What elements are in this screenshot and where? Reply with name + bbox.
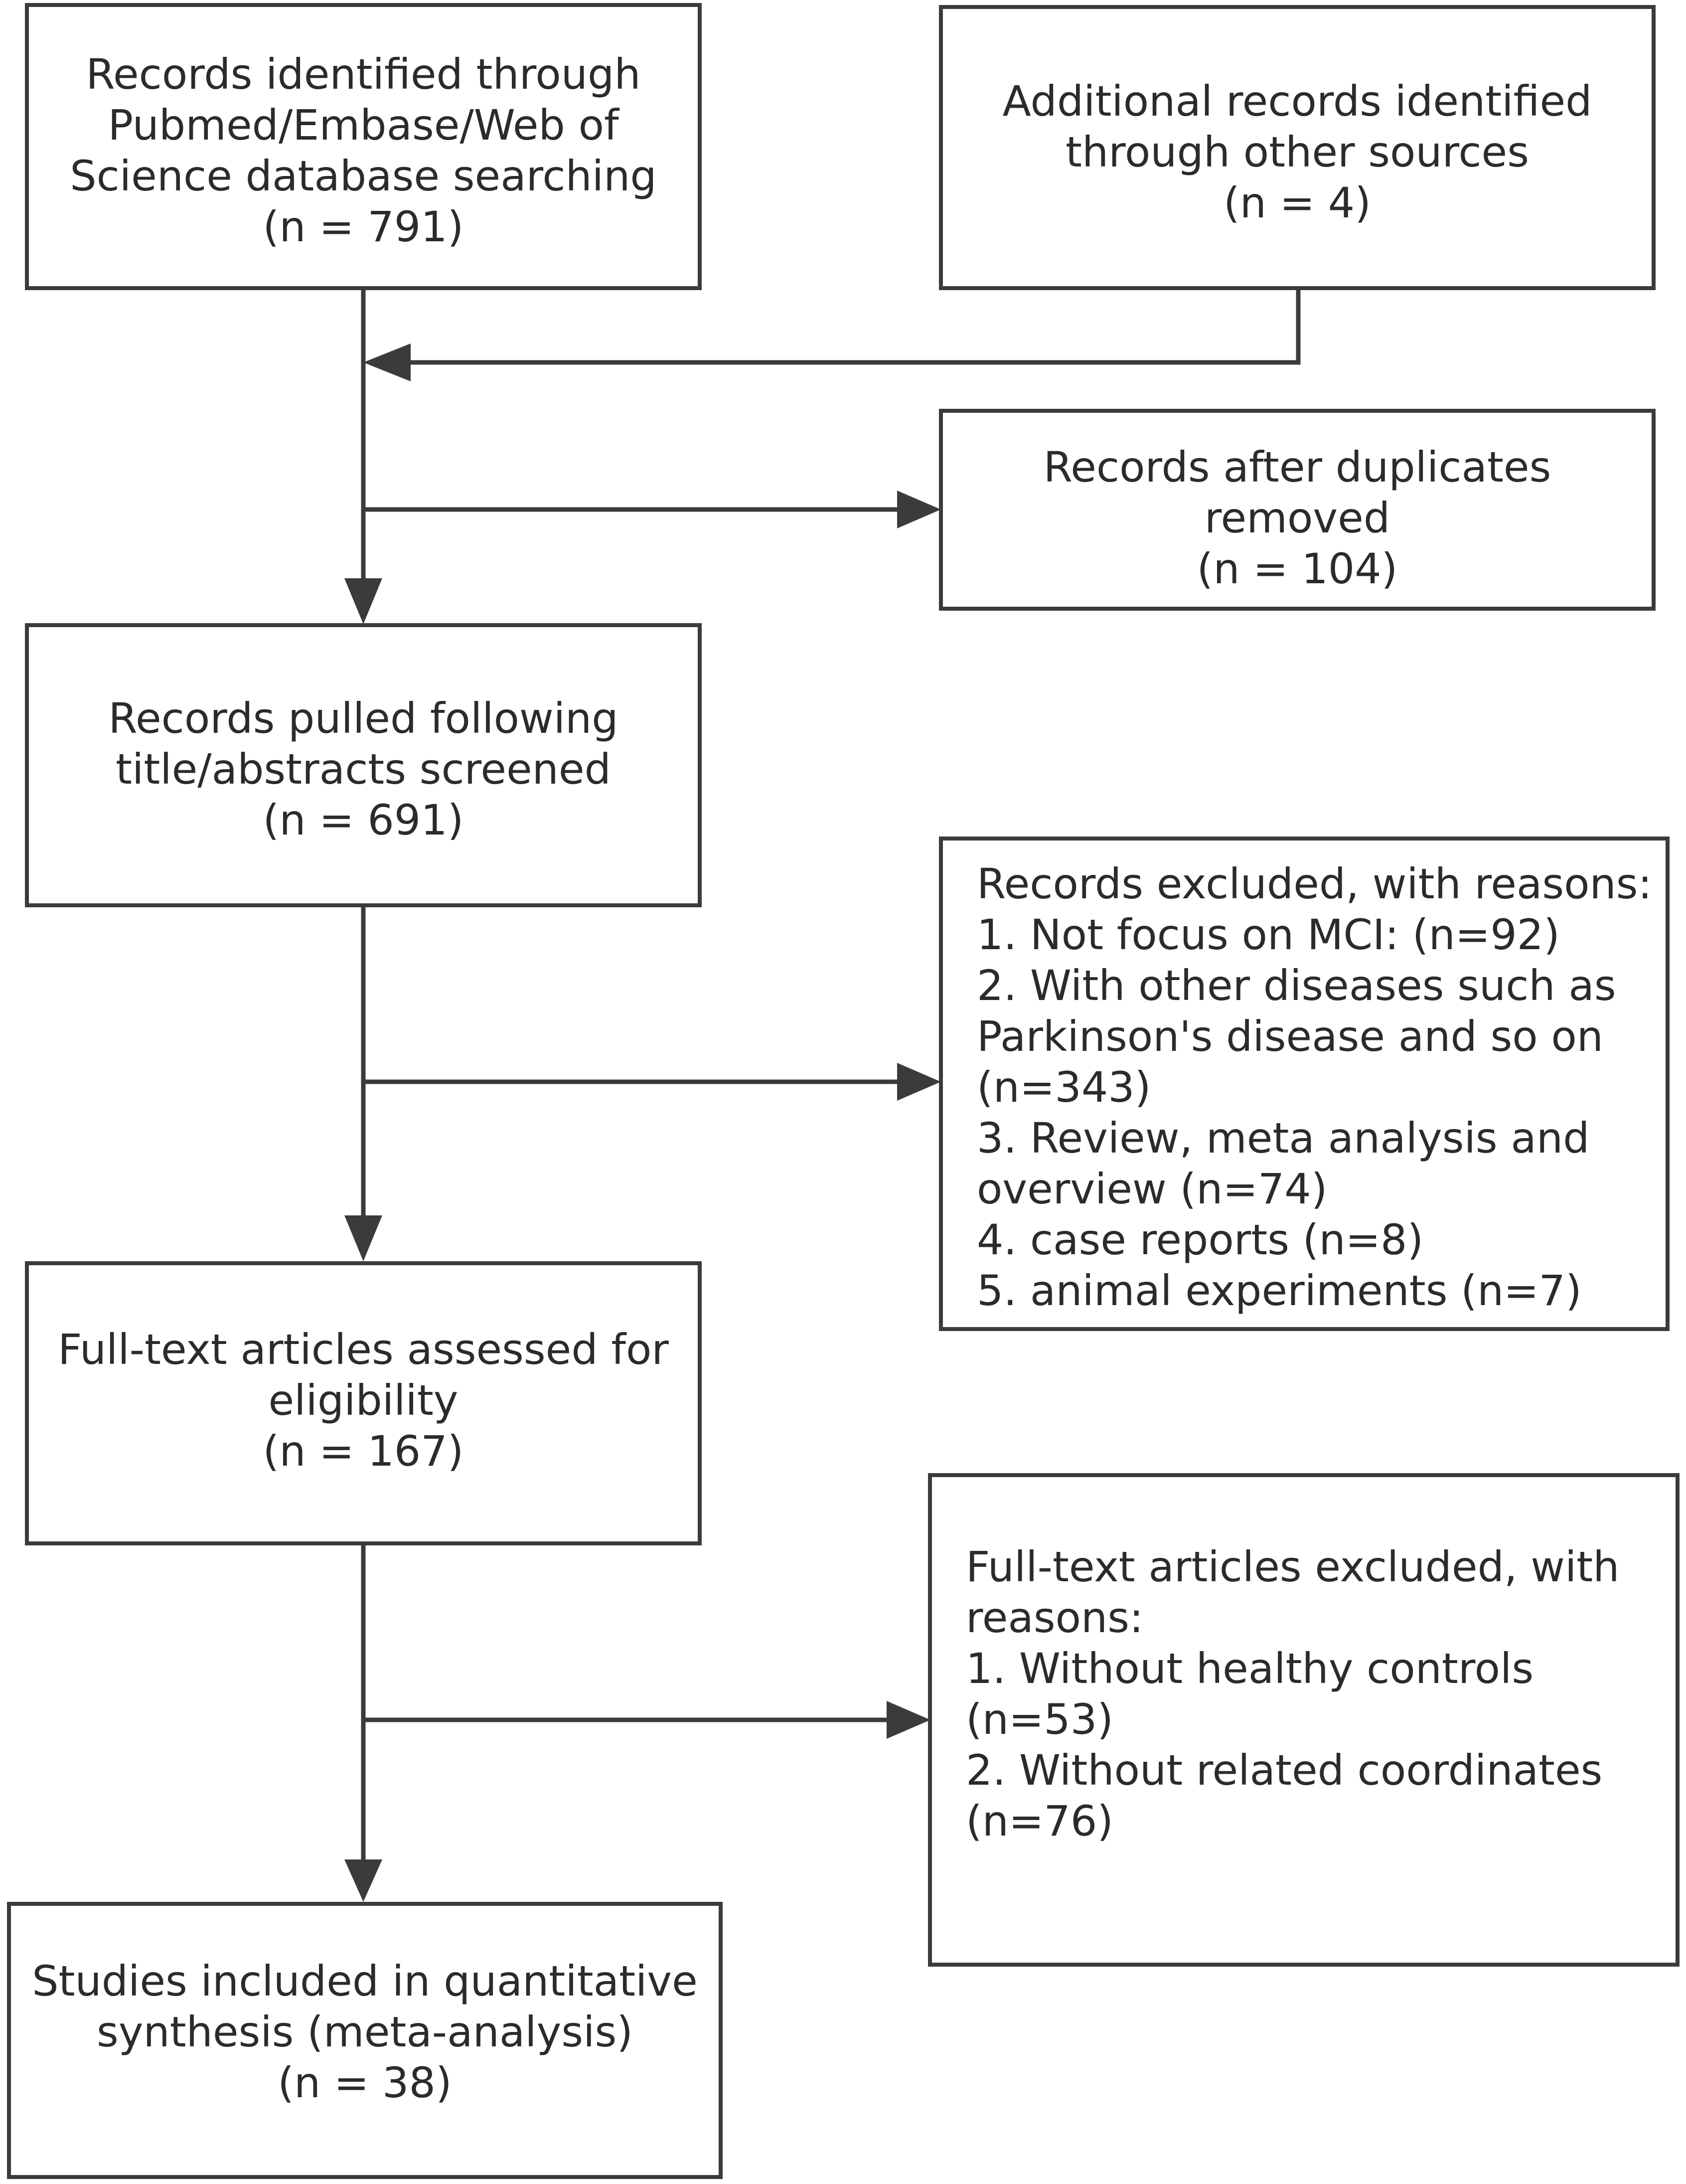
box-text-line: 2. Without related coordinates bbox=[966, 1746, 1603, 1795]
arrowhead-excluded bbox=[897, 1063, 941, 1101]
box-text-line: (n = 38) bbox=[278, 2058, 452, 2107]
fulltext-excluded-box: Full-text articles excluded, with reason… bbox=[928, 1473, 1680, 1967]
arrowhead-screened bbox=[344, 578, 382, 624]
box-text-line: (n = 104) bbox=[1197, 544, 1398, 593]
box-text-line: Pubmed/Embase/Web of bbox=[108, 101, 619, 150]
studies-included-box: Studies included in quantitative synthes… bbox=[7, 1902, 723, 2179]
box-text-line: Records identified through bbox=[86, 50, 641, 99]
box-text-line: Additional records identified bbox=[1002, 77, 1592, 126]
box-text-line: Full-text articles excluded, with bbox=[966, 1542, 1620, 1591]
box-text-line: removed bbox=[1204, 494, 1390, 542]
box-text-line: 5. animal experiments (n=7) bbox=[977, 1266, 1582, 1315]
box-text-line: 1. Not focus on MCI: (n=92) bbox=[977, 910, 1560, 959]
box-text-line: (n = 791) bbox=[263, 202, 464, 251]
fulltext-assessed-box: Full-text articles assessed for eligibil… bbox=[25, 1261, 702, 1545]
box-text-line: title/abstracts screened bbox=[116, 745, 611, 794]
box-text-line: Full-text articles assessed for bbox=[58, 1325, 669, 1374]
box-text-line: 2. With other diseases such as bbox=[977, 961, 1616, 1010]
duplicates-removed-box: Records after duplicates removed (n = 10… bbox=[939, 409, 1656, 611]
connector-additional bbox=[406, 288, 1301, 365]
box-text-line: 4. case reports (n=8) bbox=[977, 1215, 1424, 1264]
box-text-line: overview (n=74) bbox=[977, 1165, 1328, 1213]
box-text-line: 3. Review, meta analysis and bbox=[977, 1114, 1590, 1163]
records-excluded-box: Records excluded, with reasons: 1. Not f… bbox=[939, 837, 1670, 1331]
box-text-line: Science database searching bbox=[70, 152, 657, 200]
box-text-line: Studies included in quantitative bbox=[32, 1957, 698, 2006]
box-text-line: Records excluded, with reasons: bbox=[977, 859, 1652, 908]
box-text-line: (n = 691) bbox=[263, 796, 464, 844]
box-text-line: Records pulled following bbox=[108, 694, 618, 743]
box-text-line: 1. Without healthy controls bbox=[966, 1644, 1534, 1693]
box-text-line: Parkinson's disease and so on bbox=[977, 1012, 1604, 1061]
arrowhead-fulltext-excluded bbox=[887, 1701, 930, 1739]
records-screened-box: Records pulled following title/abstracts… bbox=[25, 623, 702, 907]
additional-records-box: Additional records identified through ot… bbox=[939, 5, 1656, 290]
box-text-line: (n=53) bbox=[966, 1695, 1114, 1744]
arrowhead-included bbox=[344, 1859, 382, 1902]
box-text-line: (n=76) bbox=[966, 1797, 1114, 1846]
arrowhead-fulltext bbox=[344, 1215, 382, 1261]
arrowhead-additional bbox=[363, 343, 411, 381]
box-text-line: (n=343) bbox=[977, 1063, 1151, 1112]
records-identified-box: Records identified through Pubmed/Embase… bbox=[25, 3, 702, 290]
box-text-line: reasons: bbox=[966, 1593, 1144, 1642]
box-text-line: (n = 4) bbox=[1223, 178, 1371, 227]
box-text-line: eligibility bbox=[268, 1376, 459, 1425]
box-text-line: synthesis (meta-analysis) bbox=[96, 2008, 633, 2056]
arrowhead-duplicates bbox=[897, 491, 941, 528]
box-text-line: Records after duplicates bbox=[1043, 443, 1551, 492]
box-text-line: through other sources bbox=[1066, 128, 1529, 176]
box-text-line: (n = 167) bbox=[263, 1427, 464, 1476]
